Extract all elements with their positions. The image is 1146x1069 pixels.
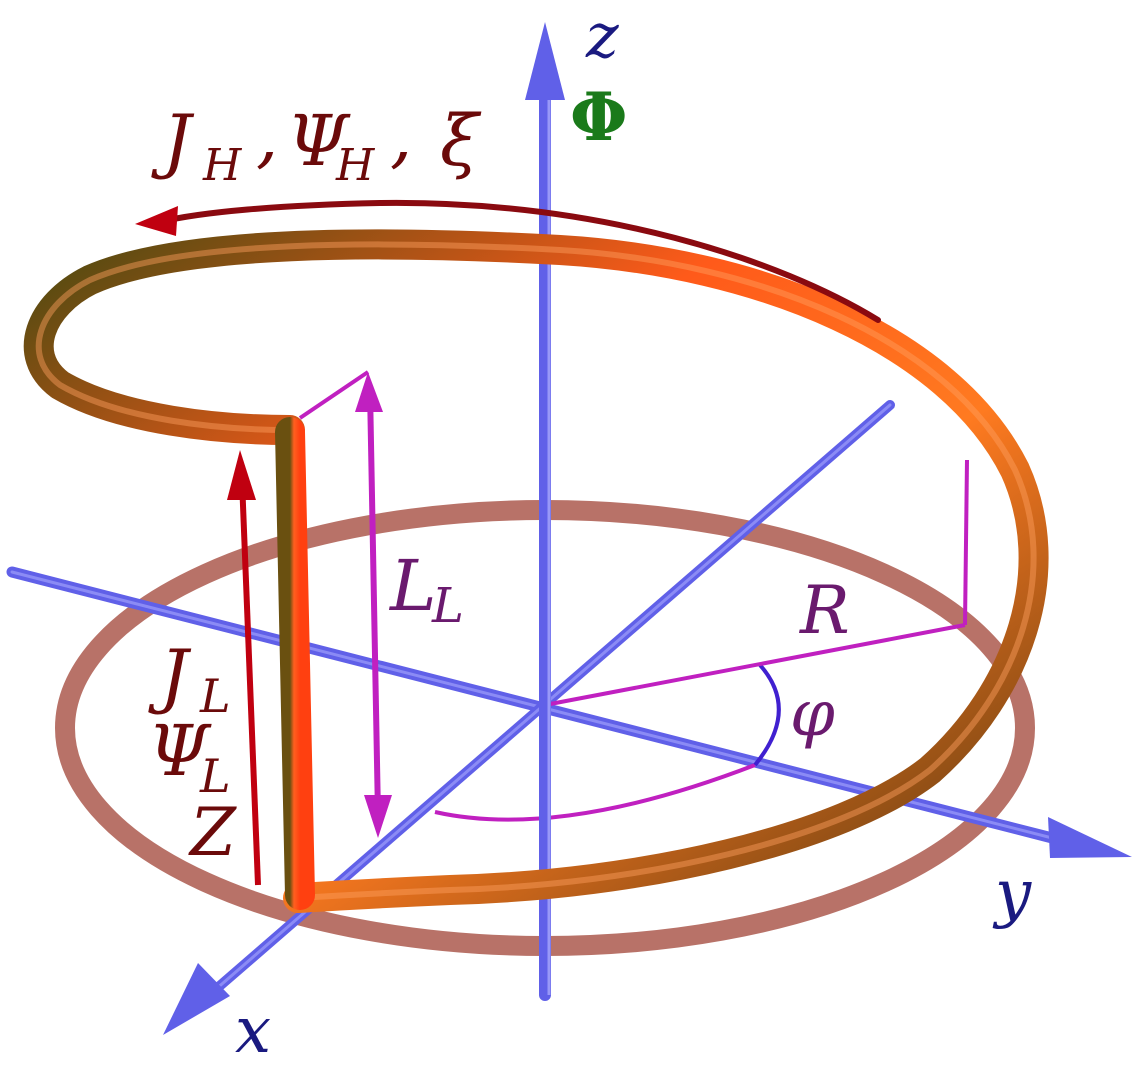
helical-current-arrowhead <box>135 206 178 236</box>
length-label: L L <box>388 545 464 634</box>
linear-current-arrow <box>239 479 261 886</box>
linear-quantities-label: J L Ψ L Z <box>148 635 237 871</box>
svg-text:L: L <box>199 749 231 803</box>
radius-line <box>544 623 966 707</box>
linear-tube-segment <box>275 417 315 910</box>
svg-text:,: , <box>390 95 412 177</box>
svg-text:H: H <box>202 140 243 191</box>
z-axis-arrowhead <box>525 22 565 100</box>
y-axis-arrowhead <box>1048 817 1132 858</box>
svg-text:Ψ: Ψ <box>148 710 212 792</box>
svg-text:H: H <box>335 140 376 191</box>
svg-text:ξ: ξ <box>440 100 482 182</box>
radius-vertical <box>963 459 969 626</box>
x-axis-label: x <box>235 994 271 1068</box>
linear-current-arrowhead <box>227 450 256 500</box>
svg-text:L: L <box>199 669 231 723</box>
svg-text:,: , <box>256 95 278 177</box>
svg-text:J: J <box>151 100 195 182</box>
svg-text:Ψ: Ψ <box>287 100 351 182</box>
angle-phi-arc <box>753 663 781 767</box>
length-connector <box>298 370 370 420</box>
helical-tube <box>23 229 1049 913</box>
svg-text:L: L <box>431 578 464 634</box>
length-arrow <box>367 389 381 816</box>
svg-text:J: J <box>148 635 192 717</box>
flux-label: Φ <box>570 78 628 156</box>
length-arrow-bottom-head <box>364 795 392 838</box>
z-axis-label: z <box>585 0 619 72</box>
helical-current-arrow <box>157 199 881 323</box>
length-arrow-top-head <box>355 372 383 412</box>
y-axis-label: y <box>992 857 1032 931</box>
x-axis-arrowhead <box>163 963 230 1035</box>
radius-label: R <box>799 572 850 649</box>
angle-label: φ <box>790 677 835 751</box>
svg-text:L: L <box>388 545 436 627</box>
svg-text:Z: Z <box>188 794 237 871</box>
angle-arc-inner <box>434 763 756 822</box>
helical-quantities-label: J H , Ψ H , ξ <box>151 95 482 191</box>
